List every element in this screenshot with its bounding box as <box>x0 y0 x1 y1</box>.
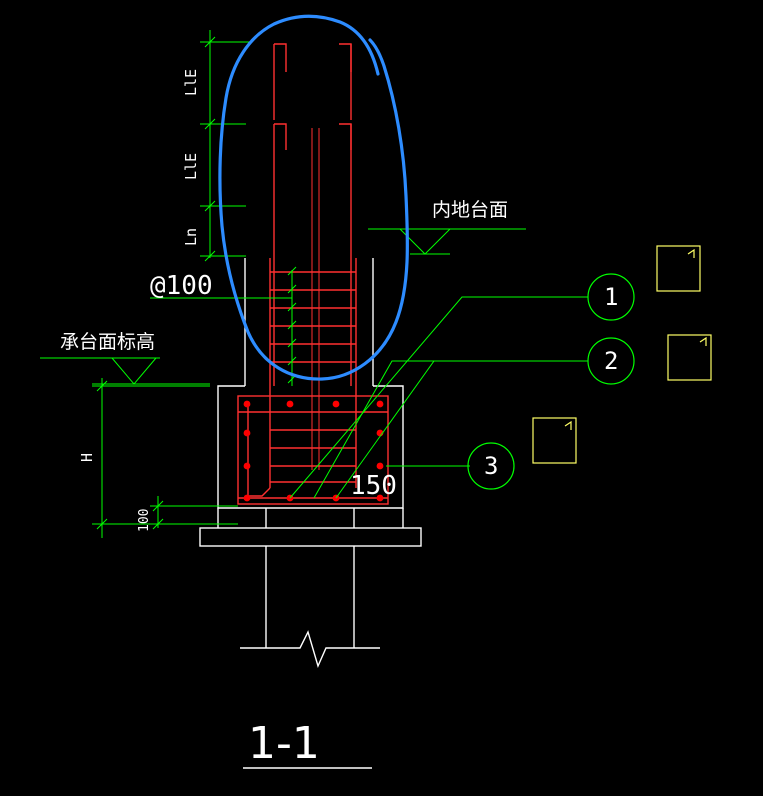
callout-1-circle <box>587 273 635 321</box>
callout-2-number: 2 <box>604 347 618 375</box>
rebar-cap <box>237 395 389 505</box>
concrete-outline <box>199 258 422 769</box>
dim-150-label: 150 <box>350 471 397 501</box>
callout-3-circle <box>467 442 515 490</box>
stirrup-spacing-label: @100 <box>150 271 213 301</box>
rebar-dots <box>243 400 384 502</box>
callout-2-circle <box>587 337 635 385</box>
dim-lle-top: LlE <box>182 69 200 96</box>
callout-3-number: 3 <box>484 452 498 480</box>
section-title: 1-1 <box>248 718 320 769</box>
dim-100: 100 <box>137 509 152 532</box>
callout-circles <box>467 273 635 490</box>
legend-boxes <box>532 245 712 464</box>
callout-1-number: 1 <box>604 283 618 311</box>
dim-lle-mid: LlE <box>182 153 200 180</box>
inner-ground-label: 内地台面 <box>432 199 508 221</box>
dim-h: H <box>78 453 96 462</box>
rebar-column <box>247 43 357 497</box>
cap-elevation-label: 承台面标高 <box>60 331 155 353</box>
highlight-loop <box>218 14 410 381</box>
dim-ln: Ln <box>182 228 200 246</box>
dimension-lines <box>40 30 588 538</box>
